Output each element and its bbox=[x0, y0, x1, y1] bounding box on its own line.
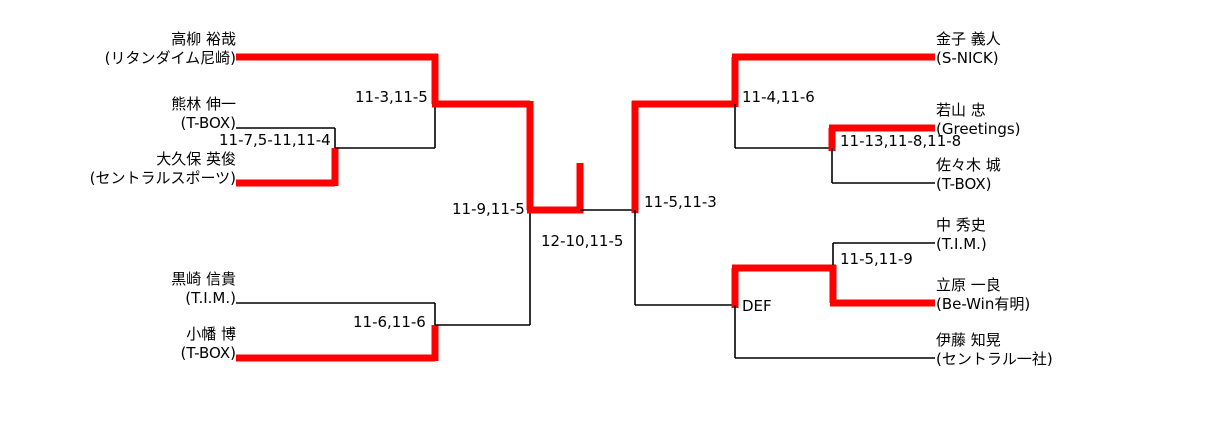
player-name: 小幡 博 bbox=[186, 325, 236, 343]
score-kurosaki-obata: 11-6,11-6 bbox=[353, 313, 426, 331]
score-wakayama-sasaki: 11-13,11-8,11-8 bbox=[840, 132, 962, 150]
player-name: 伊藤 知晃 bbox=[936, 331, 1001, 349]
player-entry-obata: 小幡 博 (T-BOX) bbox=[0, 325, 236, 363]
player-entry-tachihara: 立原 一良 (Be-Win有明) bbox=[936, 276, 1206, 314]
player-entry-kaneko: 金子 義人 (S-NICK) bbox=[936, 30, 1206, 68]
player-entry-kurosaki: 黒崎 信貴 (T.I.M.) bbox=[0, 270, 236, 308]
player-club: (セントラル一社) bbox=[936, 350, 1053, 368]
player-entry-naka: 中 秀史 (T.I.M.) bbox=[936, 216, 1206, 254]
player-club: (T-BOX) bbox=[936, 175, 992, 193]
player-club: (S-NICK) bbox=[936, 49, 999, 67]
score-semifinal-right: 11-5,11-3 bbox=[644, 193, 717, 211]
player-club: (Be-Win有明) bbox=[936, 295, 1031, 313]
player-name: 立原 一良 bbox=[936, 276, 1001, 294]
player-club: (T.I.M.) bbox=[936, 235, 987, 253]
score-naka-tachihara: 11-5,11-9 bbox=[840, 250, 913, 268]
player-name: 金子 義人 bbox=[936, 30, 1001, 48]
player-name: 中 秀史 bbox=[936, 216, 986, 234]
player-club: (T.I.M.) bbox=[185, 289, 236, 307]
score-final: 12-10,11-5 bbox=[541, 232, 624, 250]
player-club: (リタンダイム尼崎) bbox=[104, 49, 236, 67]
score-semifinal-left: 11-9,11-5 bbox=[452, 200, 525, 218]
player-entry-okubo: 大久保 英俊 (セントラルスポーツ) bbox=[0, 150, 236, 188]
player-club: (T-BOX) bbox=[180, 114, 236, 132]
score-kumabayashi-okubo: 11-7,5-11,11-4 bbox=[219, 131, 331, 149]
score-tachihara-ito: DEF bbox=[742, 297, 772, 315]
player-club: (Greetings) bbox=[936, 120, 1021, 138]
player-name: 大久保 英俊 bbox=[156, 150, 236, 168]
player-club: (T-BOX) bbox=[180, 344, 236, 362]
player-entry-kumabayashi: 熊林 伸一 (T-BOX) bbox=[0, 95, 236, 133]
player-name: 佐々木 城 bbox=[936, 156, 1001, 174]
player-name: 熊林 伸一 bbox=[171, 95, 236, 113]
player-entry-wakayama: 若山 忠 (Greetings) bbox=[936, 101, 1206, 139]
score-takayanagi-okubo: 11-3,11-5 bbox=[355, 88, 428, 106]
player-entry-sasaki: 佐々木 城 (T-BOX) bbox=[936, 156, 1206, 194]
player-entry-takayanagi: 高柳 裕哉 (リタンダイム尼崎) bbox=[0, 30, 236, 68]
player-name: 高柳 裕哉 bbox=[171, 30, 236, 48]
player-name: 黒崎 信貴 bbox=[171, 270, 236, 288]
score-kaneko-wakayama: 11-4,11-6 bbox=[742, 88, 815, 106]
player-club: (セントラルスポーツ) bbox=[89, 169, 236, 187]
player-name: 若山 忠 bbox=[936, 101, 986, 119]
player-entry-ito: 伊藤 知晃 (セントラル一社) bbox=[936, 331, 1206, 369]
